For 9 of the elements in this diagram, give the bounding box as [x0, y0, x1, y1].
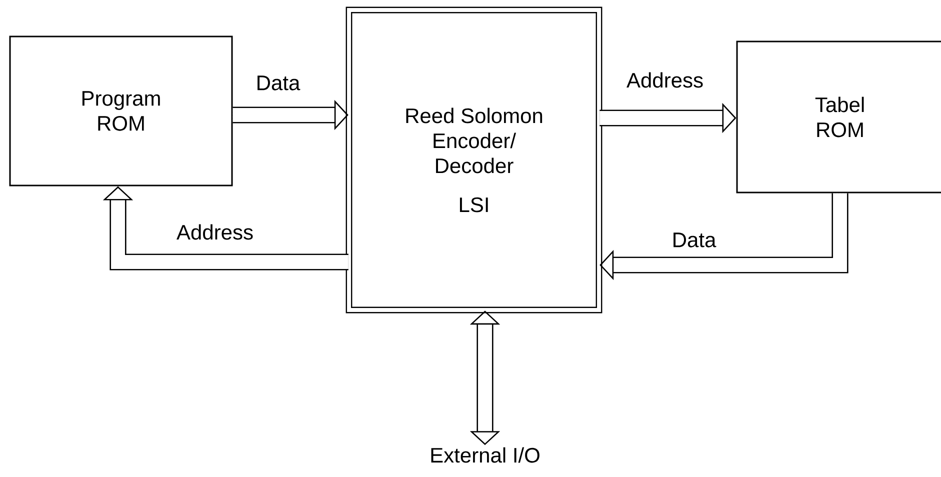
bus-label: Address	[626, 71, 705, 89]
memory-box: Program ROM	[9, 36, 233, 186]
memory-box: Tabel ROM	[736, 40, 941, 194]
bus-label: Address	[175, 223, 255, 241]
chip-box: Reed Solomon Encoder/ Decoder LSI	[346, 6, 602, 314]
port-label: External I/O	[431, 447, 540, 463]
bus-label: Data	[670, 232, 718, 248]
bus-arrow	[600, 193, 848, 280]
bus-label: Data	[254, 74, 302, 92]
